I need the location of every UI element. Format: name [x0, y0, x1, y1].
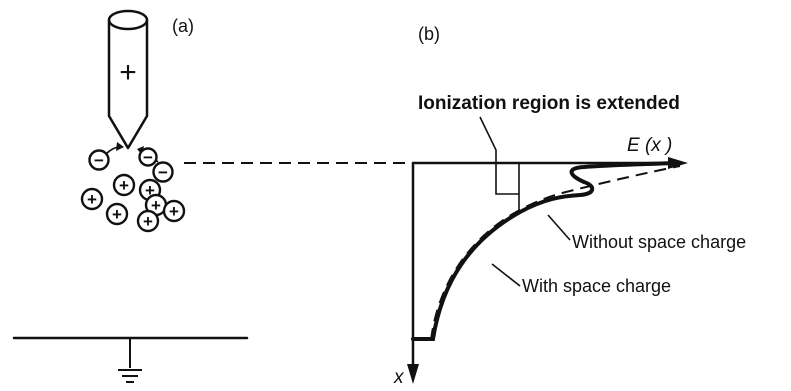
electron-sign: − — [94, 151, 104, 170]
ion-sign: + — [151, 196, 161, 215]
positive-ion-icon: + — [112, 173, 136, 197]
x-axis-arrowhead — [407, 364, 419, 384]
ion-sign: + — [143, 212, 153, 231]
positive-ion-icon: + — [105, 202, 129, 226]
ion-sign: + — [145, 181, 155, 200]
panel-a: (a) + − − − + + — [12, 9, 249, 383]
e-field-axis-label: E (x ) — [627, 135, 672, 156]
ground-symbol-icon — [118, 338, 142, 383]
panel-a-label: (a) — [172, 16, 194, 36]
with-space-charge-label: With space charge — [522, 276, 671, 296]
positive-ion-icon: + — [162, 199, 186, 223]
ionization-region-annotation: Ionization region is extended — [418, 93, 680, 114]
electron-icon: − — [152, 161, 174, 183]
with-label-leader — [491, 263, 521, 287]
ion-sign: + — [169, 202, 179, 221]
electron-icon: − — [138, 147, 158, 167]
without-label-leader — [547, 214, 571, 241]
positive-ion-icon: + — [136, 209, 160, 233]
ion-sign: + — [112, 205, 122, 224]
ion-sign: + — [119, 176, 129, 195]
electrode-sign: + — [119, 56, 137, 89]
electron-icon: − — [88, 149, 110, 171]
electron-sign: − — [143, 148, 153, 167]
ionization-leader-line — [479, 116, 519, 195]
without-space-charge-label: Without space charge — [572, 232, 746, 252]
x-axis-label: x — [393, 367, 405, 388]
positive-ion-icon: + — [80, 187, 104, 211]
electrode-needle-icon: + — [107, 9, 149, 150]
electron-sign: − — [158, 163, 168, 182]
curve-with-space-charge — [411, 161, 678, 341]
ion-sign: + — [87, 190, 97, 209]
panel-b-label: (b) — [418, 24, 440, 44]
curve-without-space-charge — [430, 165, 681, 341]
panel-b: (b) Ionization region is extended E (x )… — [393, 24, 746, 388]
